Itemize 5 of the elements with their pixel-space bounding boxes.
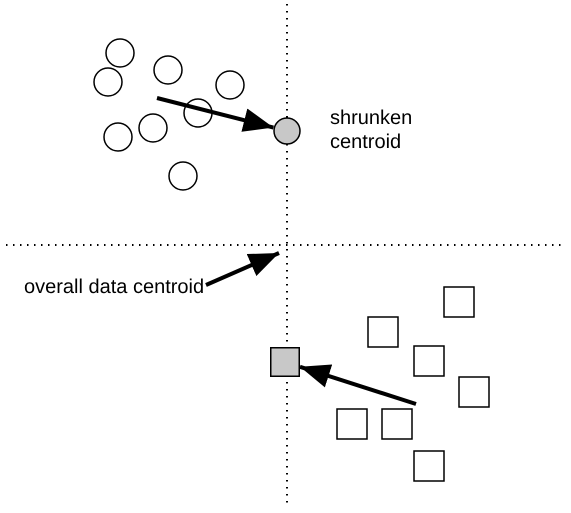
arrow bbox=[205, 251, 280, 287]
caption-text: shrunken centroid bbox=[330, 106, 414, 154]
label-text: overall data centroid bbox=[24, 275, 206, 299]
arrow bbox=[156, 96, 274, 132]
arrow bbox=[299, 364, 417, 406]
